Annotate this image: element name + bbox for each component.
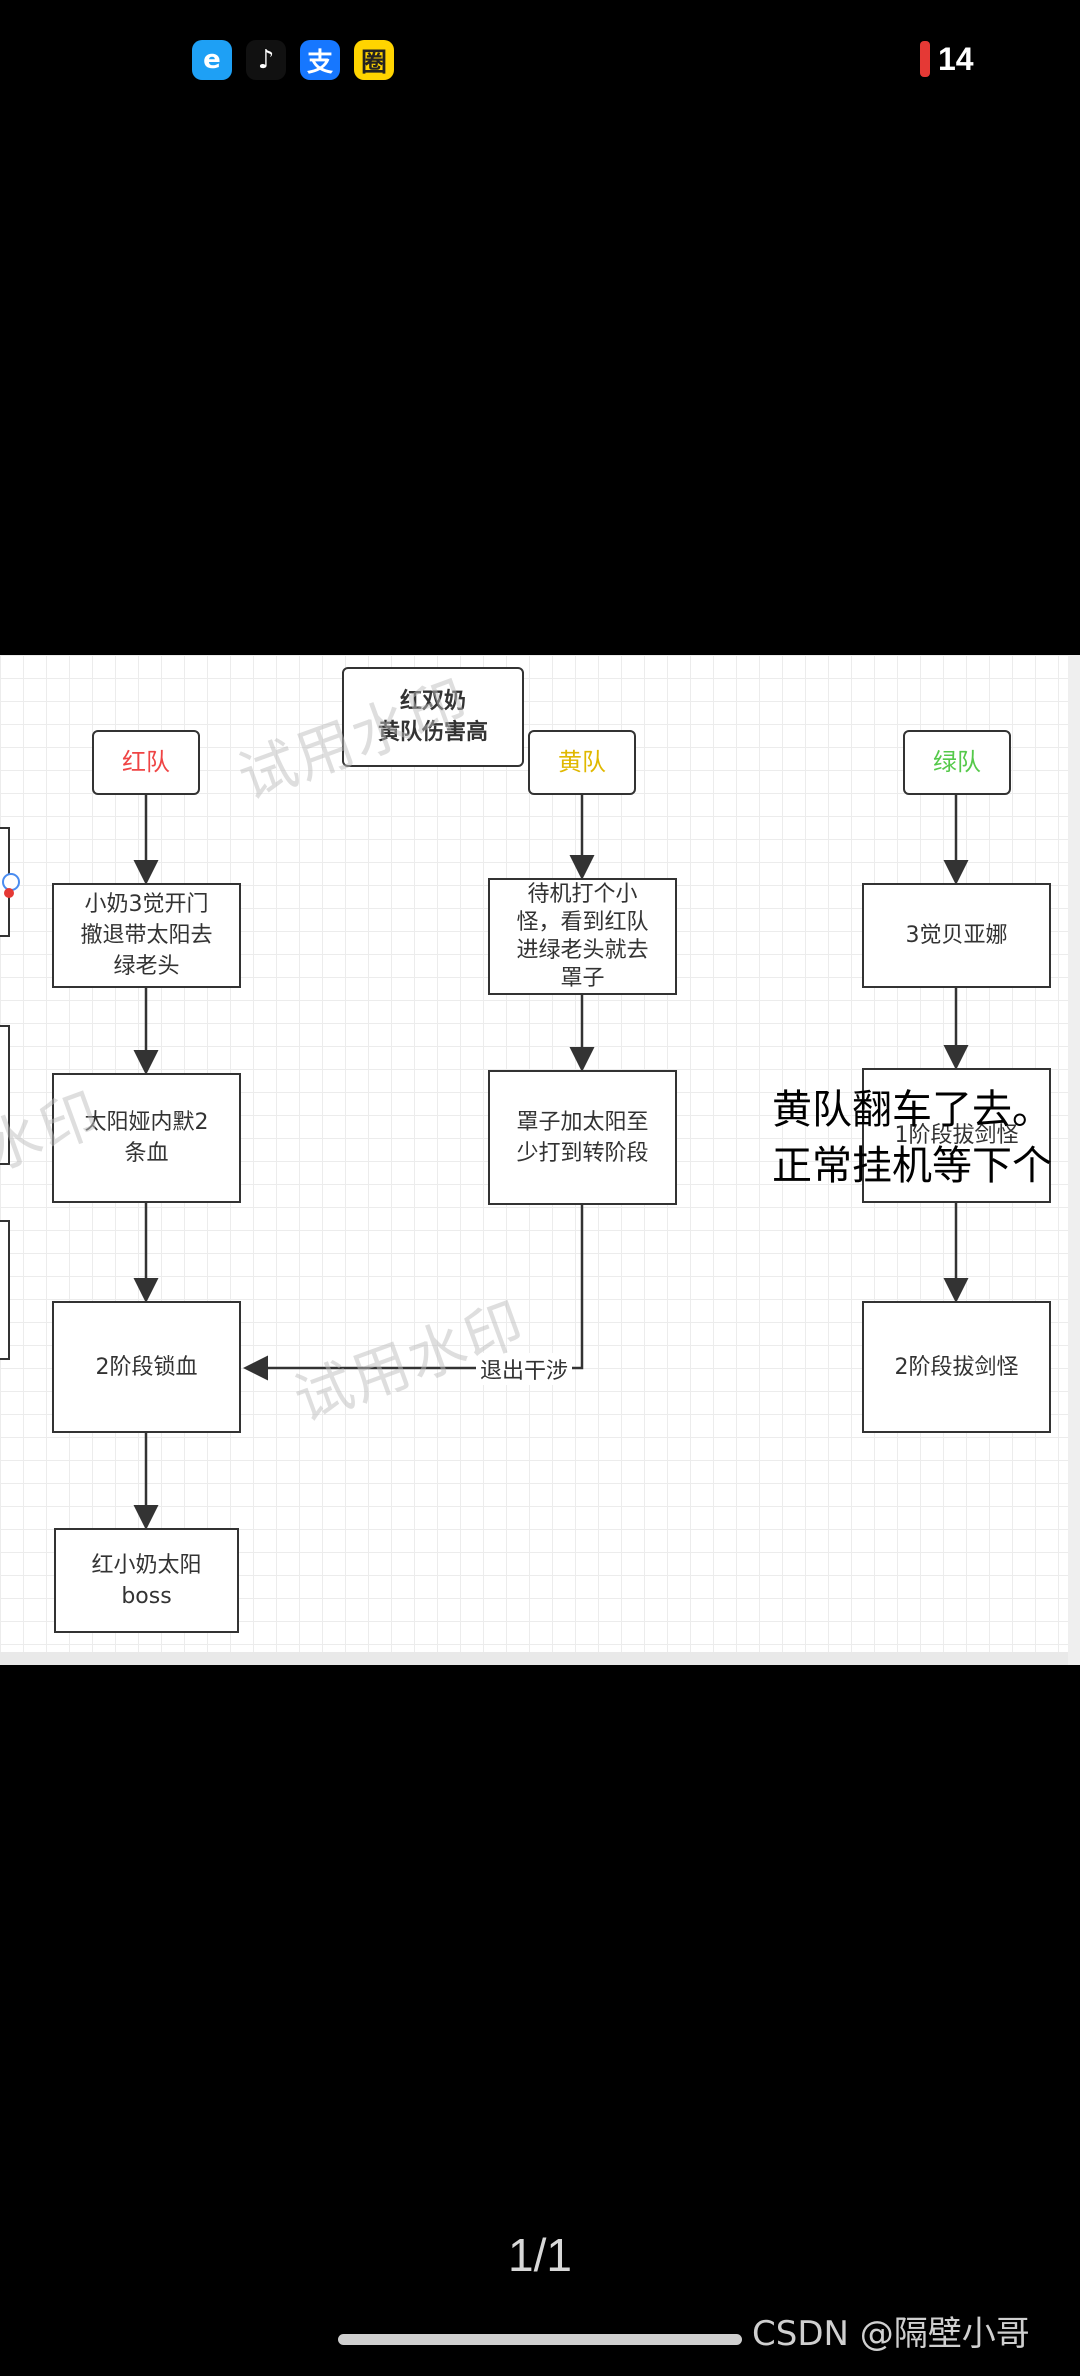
red-step-text: 2阶段锁血 — [95, 1354, 198, 1380]
page-indicator: 1/1 — [508, 2229, 572, 2281]
team-red-label: 红队 — [122, 748, 170, 776]
overlay-note-line-1: 黄队翻车了去。 — [772, 1087, 1052, 1133]
green-step-box: 3觉贝亚娜 — [862, 883, 1051, 988]
battery-icon — [920, 41, 930, 77]
yellow-step-text: 罩子加太阳至 少打到转阶段 — [516, 1109, 649, 1166]
green-step-box: 2阶段拔剑怪 — [862, 1301, 1051, 1433]
yellow-step-text: 待机打个小 怪，看到红队 进绿老头就去 罩子 — [516, 881, 649, 991]
tiktok-app-icon: ♪ — [246, 40, 286, 80]
green-step-text: 1阶段拔剑怪 — [894, 1123, 1019, 1148]
battery-indicator: 14 — [920, 38, 974, 80]
gesture-navigation-bar[interactable] — [338, 2334, 742, 2345]
red-step-text: 太阳娅内默2 条血 — [84, 1110, 209, 1166]
game-app-icon: 圈 — [354, 40, 394, 80]
team-yellow-header: 黄队 — [528, 730, 636, 795]
team-green-label: 绿队 — [933, 748, 981, 776]
diagram-title: 红双奶 黄队伤害高 — [377, 689, 488, 745]
diagram-title-box: 红双奶 黄队伤害高 — [342, 667, 524, 767]
team-red-header: 红队 — [92, 730, 200, 795]
image-border — [1068, 655, 1080, 1665]
team-yellow-label: 黄队 — [558, 748, 606, 776]
connector-handle — [4, 888, 14, 898]
green-step-box: 1阶段拔剑怪 — [862, 1068, 1051, 1203]
brand-watermark: CSDN @隔壁小哥 — [752, 2314, 1030, 2354]
red-step-box: 太阳娅内默2 条血 — [52, 1073, 241, 1203]
image-border — [0, 1652, 1080, 1665]
overlay-note-line-2: 正常挂机等下个 — [772, 1143, 1052, 1189]
red-step-box: 红小奶太阳 boss — [54, 1528, 239, 1633]
team-green-header: 绿队 — [903, 730, 1011, 795]
cropped-box — [0, 1220, 10, 1360]
green-step-text: 3觉贝亚娜 — [905, 923, 1008, 948]
image-viewer-content[interactable]: 红双奶 黄队伤害高 红队 黄队 绿队 小奶3觉开门 撤退带太阳去 绿老头 太阳娅… — [0, 655, 1080, 1665]
connector-lines — [133, 795, 969, 1530]
battery-level: 14 — [938, 40, 974, 77]
red-step-box: 2阶段锁血 — [52, 1301, 241, 1433]
browser-app-icon: e — [192, 40, 232, 80]
status-bar: e ♪ 支 圈 14 — [0, 0, 1080, 120]
yellow-step-box: 待机打个小 怪，看到红队 进绿老头就去 罩子 — [488, 878, 677, 995]
green-step-text: 2阶段拔剑怪 — [894, 1354, 1019, 1380]
red-step-text: 红小奶太阳 boss — [91, 1552, 202, 1609]
red-step-text: 小奶3觉开门 撤退带太阳去 绿老头 — [80, 892, 213, 979]
alipay-app-icon: 支 — [300, 40, 340, 80]
cropped-box — [0, 1025, 10, 1165]
edge-label-exit: 退出干涉 — [476, 1353, 573, 1385]
yellow-step-box: 罩子加太阳至 少打到转阶段 — [488, 1070, 677, 1205]
red-step-box: 小奶3觉开门 撤退带太阳去 绿老头 — [52, 883, 241, 988]
